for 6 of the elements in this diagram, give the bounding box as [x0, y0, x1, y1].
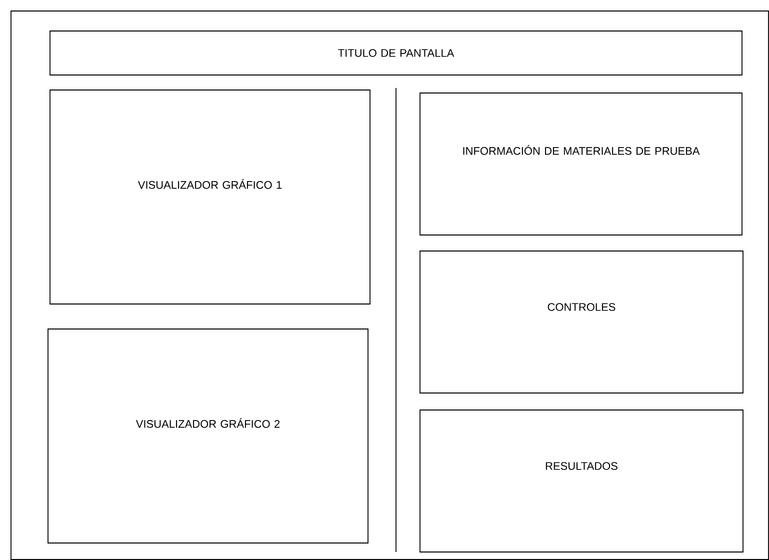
- screen-panel: INFORMACIÓN DE MATERIALES DE PRUEBA: [420, 92, 742, 236]
- screen-panel: TITULO DE PANTALLA: [50, 30, 742, 76]
- screen-panel: VISUALIZADOR GRÁFICO 1: [50, 90, 370, 304]
- screen-panel: VISUALIZADOR GRÁFICO 2: [48, 328, 368, 544]
- screen-panel: CONTROLES: [420, 250, 744, 394]
- screen-panel: RESULTADOS: [420, 410, 744, 552]
